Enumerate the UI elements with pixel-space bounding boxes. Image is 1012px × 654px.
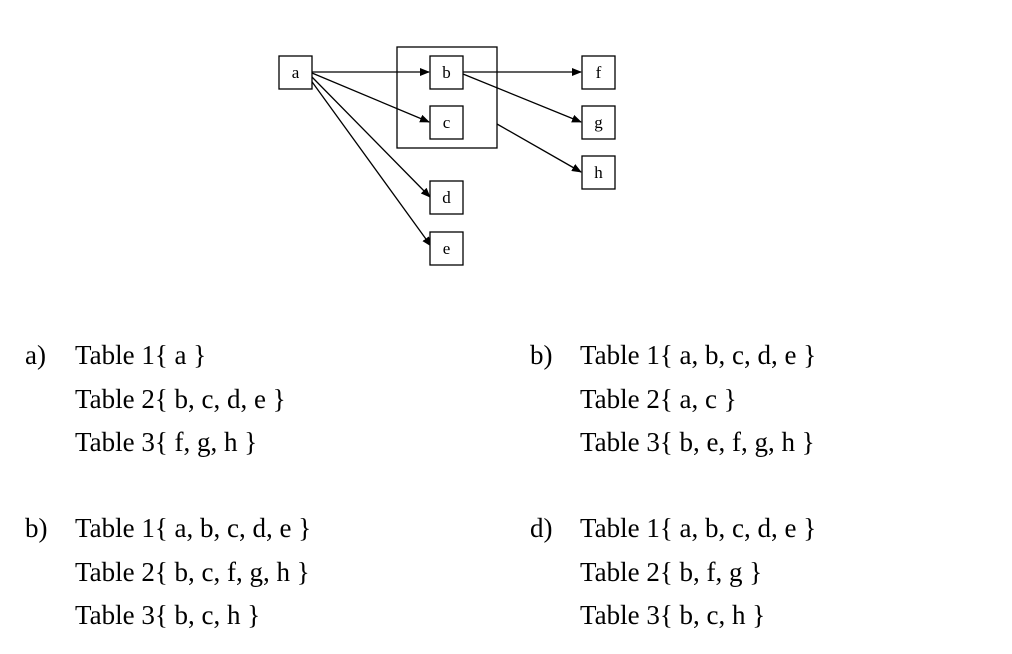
option-a-letter: a) <box>25 340 46 370</box>
option-c-table-2: Table 2{ b, c, f, g, h } <box>75 556 310 587</box>
option-c-letter: b) <box>25 513 48 543</box>
option-b-table-1: Table 1{ a, b, c, d, e } <box>580 340 817 370</box>
option-b-table-2: Table 2{ a, c } <box>580 383 737 414</box>
node-h-box <box>581 155 616 190</box>
node-a-label: a <box>292 63 300 82</box>
option-d-table-2: Table 2{ b, f, g } <box>580 556 763 587</box>
node-g-box <box>581 105 616 140</box>
option-a-table-3: Table 3{ f, g, h } <box>75 427 258 457</box>
option-b-table-3: Table 3{ b, e, f, g, h } <box>580 427 815 457</box>
option-c-table-1: Table 1{ a, b, c, d, e } <box>75 513 312 543</box>
edge-b-g <box>462 73 582 123</box>
group-box-bc <box>396 46 498 149</box>
node-f-box <box>581 55 616 90</box>
node-e-label: e <box>443 239 451 258</box>
node-e-box <box>429 231 464 266</box>
edge-a-c <box>311 72 430 123</box>
edge-group-h <box>496 123 582 173</box>
node-b-box <box>429 55 464 90</box>
option-b-letter: b) <box>530 340 553 370</box>
edge-a-d <box>310 75 431 198</box>
node-c-box <box>429 105 464 140</box>
node-a-box <box>278 55 313 90</box>
node-c-label: c <box>443 113 451 132</box>
option-a-table-1: Table 1{ a } <box>75 340 207 370</box>
option-d-table-3: Table 3{ b, c, h } <box>580 600 766 630</box>
node-g-label: g <box>594 113 603 132</box>
node-h-label: h <box>594 163 603 182</box>
node-f-label: f <box>596 63 602 82</box>
option-d-table-1: Table 1{ a, b, c, d, e } <box>580 513 817 543</box>
node-d-box <box>429 180 464 215</box>
node-d-label: d <box>442 188 451 207</box>
edge-a-e <box>309 78 432 247</box>
option-c-table-3: Table 3{ b, c, h } <box>75 600 261 630</box>
node-b-label: b <box>442 63 451 82</box>
option-a-table-2: Table 2{ b, c, d, e } <box>75 383 286 414</box>
dependency-diagram: a b c d e f g h <box>278 46 616 266</box>
option-d-letter: d) <box>530 513 553 543</box>
